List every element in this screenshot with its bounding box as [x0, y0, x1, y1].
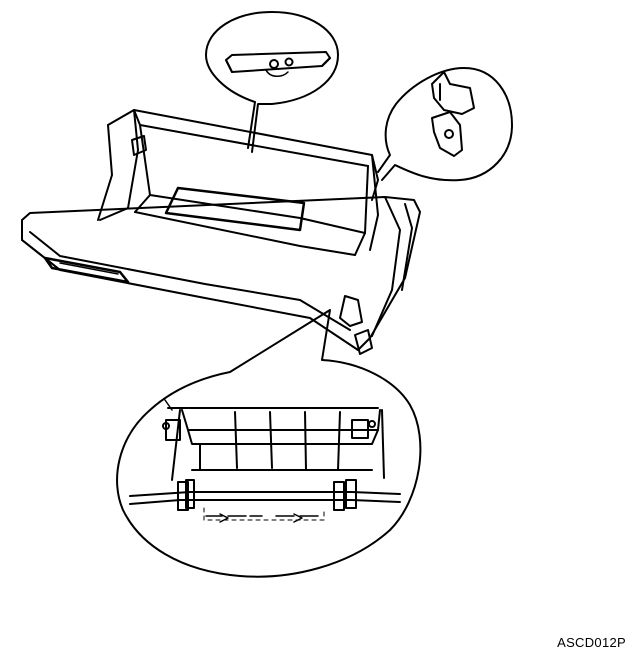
clip-callout [377, 67, 513, 182]
figure-code-label: ASCD012P [557, 635, 626, 650]
glove-box-bin [97, 109, 379, 256]
stopper-callout [205, 11, 339, 153]
glove-box-lid [21, 196, 421, 355]
hinge-detail-callout [116, 309, 422, 578]
